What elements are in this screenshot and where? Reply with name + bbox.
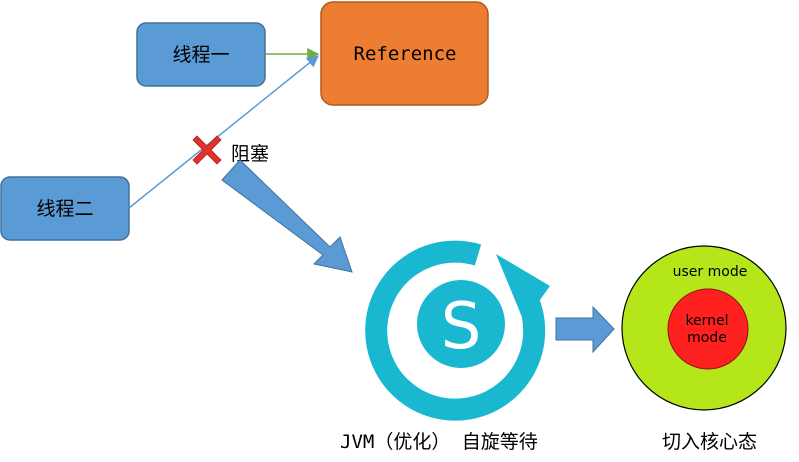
kernel-mode-label-line1: kernel [685,313,728,329]
switch-kernel-caption: 切入核心态 [662,431,757,453]
thread-two-arrow [128,55,319,209]
reference-label: Reference [354,43,457,65]
kernel-mode-label-line2: mode [687,330,727,346]
user-mode-label: user mode [673,264,748,280]
kernel-mode-circle [667,288,749,370]
thread-two-node: 线程二 [0,176,130,241]
jvm-spin-caption: JVM（优化） 自旋等待 [340,431,538,453]
block-arrow-down [221,159,353,273]
thread-two-label: 线程二 [36,198,93,220]
blocked-label: 阻塞 [231,143,269,165]
thread-one-label: 线程一 [172,44,229,66]
thread-one-node: 线程一 [136,22,266,87]
mode-rings: user mode kernel mode [621,245,787,411]
cross-icon [192,135,222,165]
block-arrow-right [555,305,615,354]
spin-s-icon: S [365,240,550,421]
reference-node: Reference [320,1,489,106]
svg-text:S: S [441,290,482,364]
